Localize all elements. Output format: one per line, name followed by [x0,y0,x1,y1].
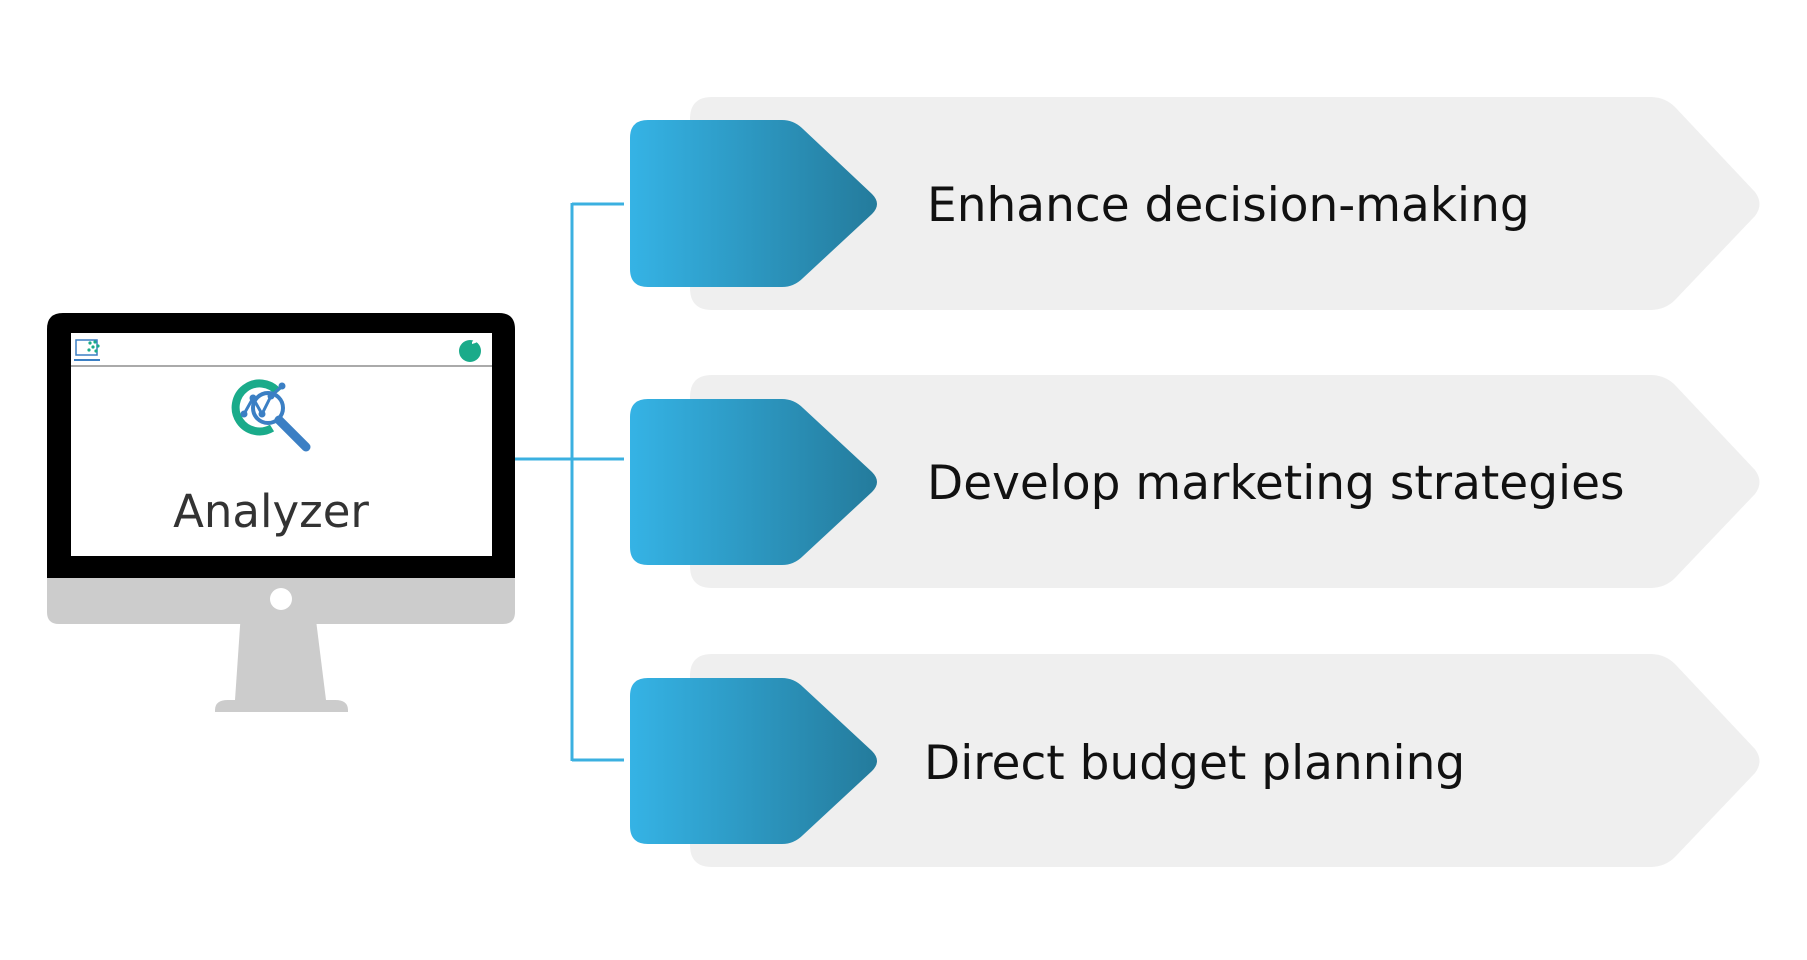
benefit-arrow-icon [630,120,877,287]
benefit-banner [690,97,1760,310]
monitor-stand [215,612,348,712]
benefit-item: Enhance decision-making [630,97,1760,310]
benefit-item: Develop marketing strategies [630,375,1760,588]
brand-leaf-icon [459,335,484,362]
benefit-label: Direct budget planning [924,736,1465,791]
benefit-label: Enhance decision-making [927,178,1530,233]
benefit-banner [690,375,1760,588]
benefit-item: Direct budget planning [630,654,1760,867]
benefit-banner [690,654,1760,867]
connector-lines [515,202,624,762]
benefit-arrow-icon [630,678,877,844]
app-name: Analyzer [173,485,369,538]
analytics-screen-icon [74,339,100,361]
benefit-arrow-icon [630,399,877,565]
monitor: Analyzer [47,313,515,712]
benefit-label: Develop marketing strategies [927,456,1625,511]
analyzer-magnifier-icon [231,379,311,452]
power-button[interactable] [270,588,292,610]
monitor-screen [71,333,492,556]
